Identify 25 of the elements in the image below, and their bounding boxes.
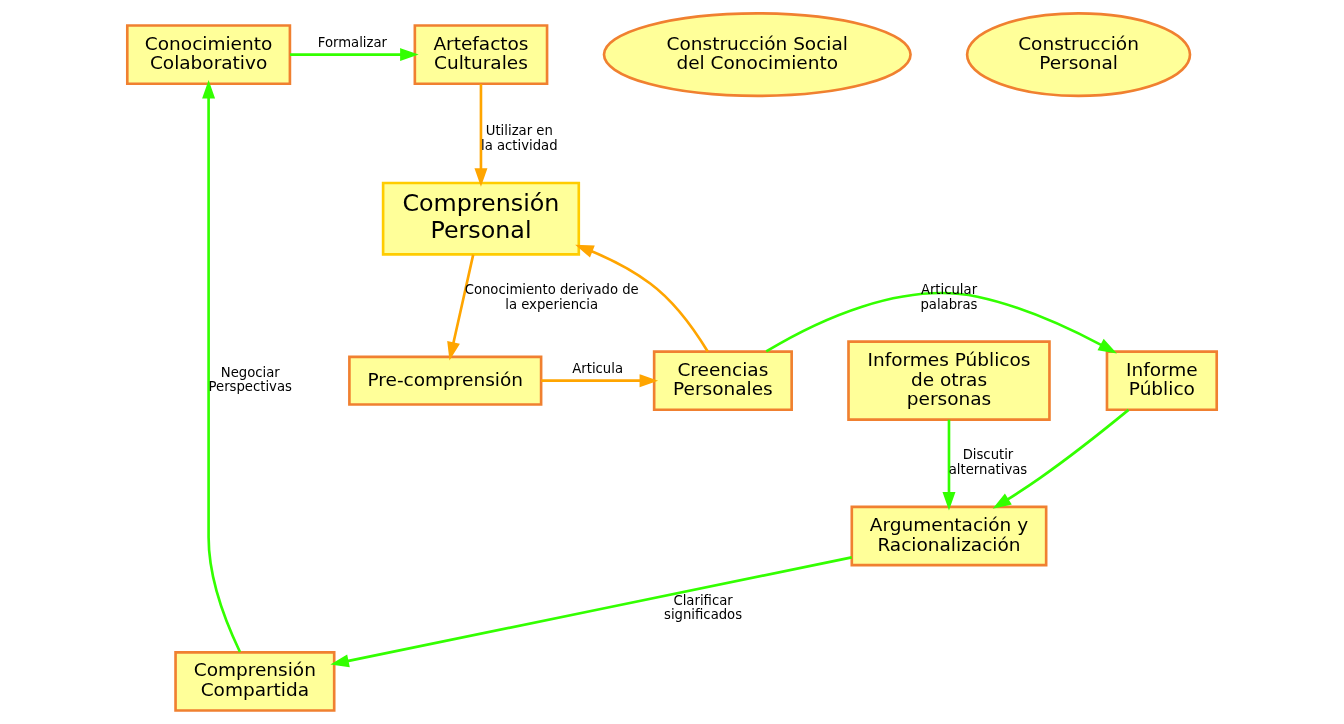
- arrow: [575, 244, 709, 353]
- node-box: Informe Público: [1105, 350, 1219, 412]
- edge-label: Articula: [572, 360, 624, 376]
- arrow: [202, 79, 242, 653]
- node-box: Comprensión Compartida: [174, 651, 336, 712]
- arrow: [447, 254, 475, 361]
- node-box: Artefactos Culturales: [413, 24, 549, 85]
- node-ellipse: Construcción Personal: [965, 12, 1192, 98]
- arrow: [942, 419, 956, 511]
- arrow: [330, 556, 852, 668]
- node-box: Creencias Personales: [652, 350, 793, 412]
- node-box: Argumentación y Racionalización: [850, 505, 1048, 567]
- edge-label: Formalizar: [317, 34, 387, 50]
- arrow: [992, 408, 1130, 509]
- edge-label: Utilizar en la actividad: [481, 123, 558, 153]
- arrow: [289, 48, 419, 62]
- node-box: Conocimiento Colaborativo: [125, 24, 292, 85]
- node-ellipse: Construcción Social del Conocimiento: [602, 12, 912, 98]
- arrow: [541, 374, 659, 388]
- arrow: [474, 84, 488, 187]
- node-box: Informes Públicos de otras personas: [847, 340, 1051, 421]
- node-box: Pre-comprensión: [348, 355, 543, 406]
- arrow: [765, 291, 1117, 354]
- edge-label: Clarificar significados: [664, 592, 743, 623]
- node-box: Comprensión Personal: [381, 181, 581, 256]
